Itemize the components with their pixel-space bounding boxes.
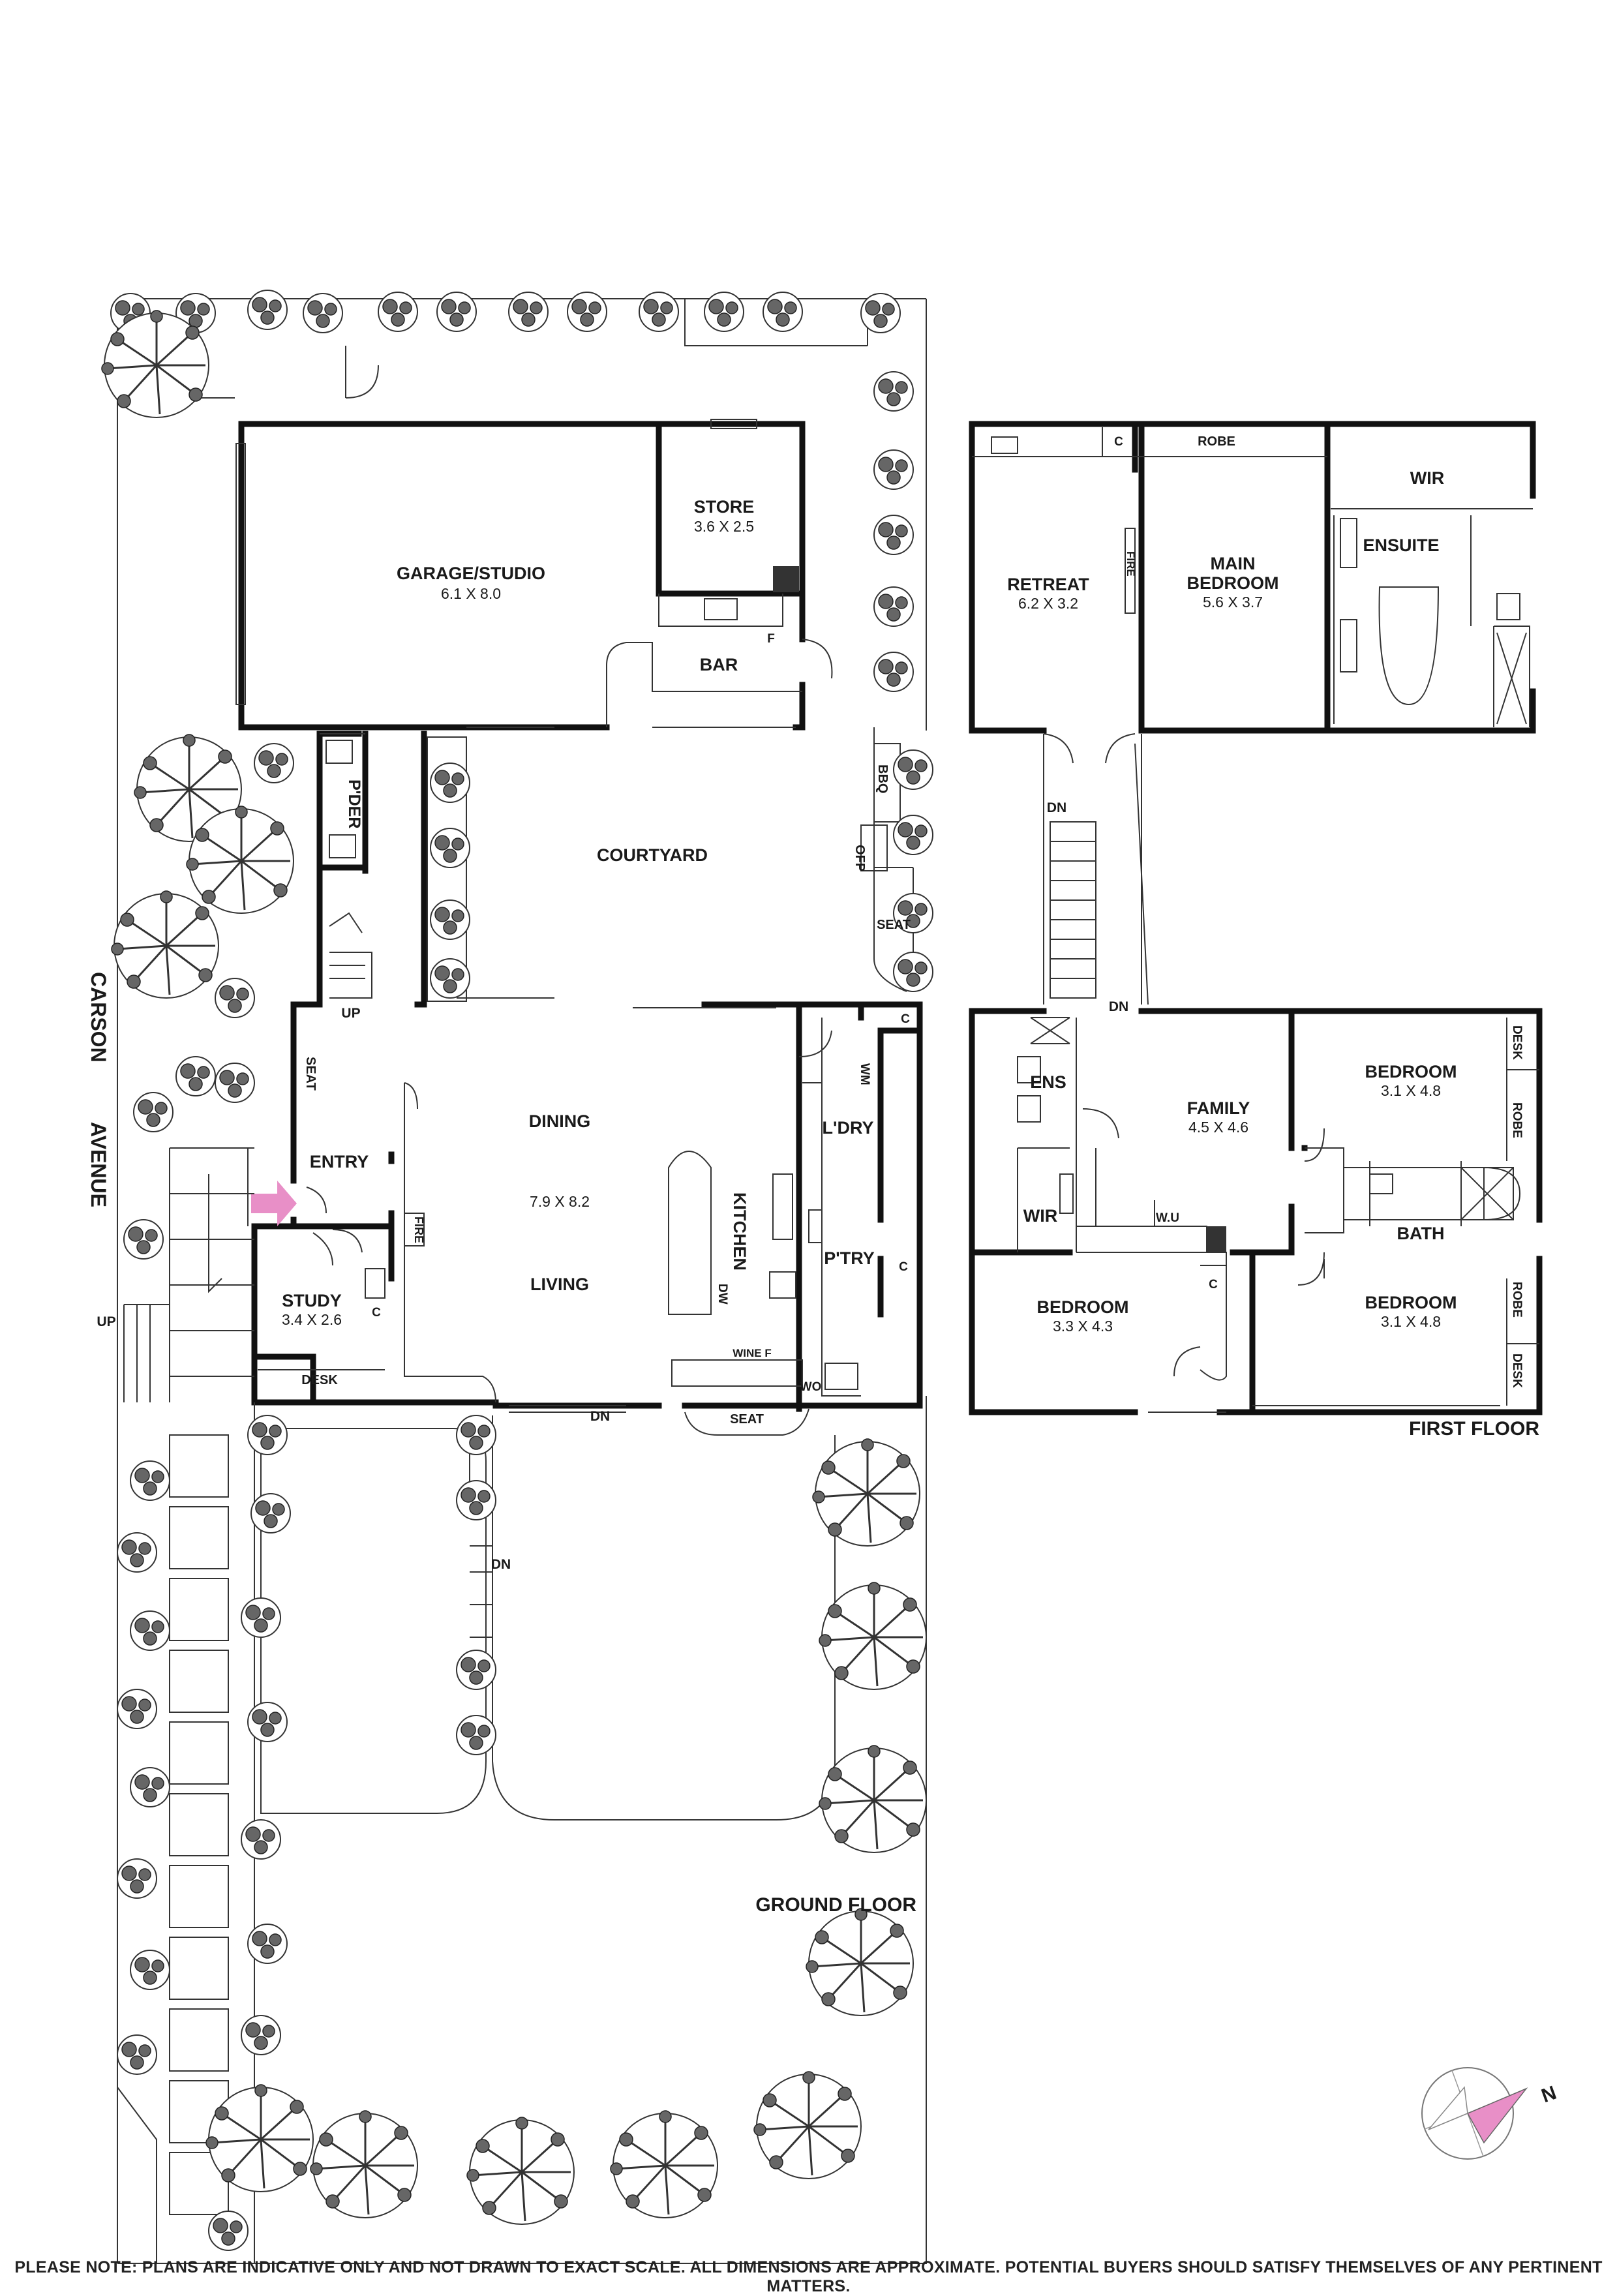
label-wu: W.U — [1156, 1211, 1179, 1225]
label-dw: DW — [716, 1284, 729, 1305]
room-kitchen-name: KITCHEN — [730, 1192, 749, 1271]
room-family-name: FAMILY — [1187, 1098, 1250, 1118]
room-bar-name: BAR — [700, 655, 738, 674]
room-living-name: LIVING — [530, 1275, 589, 1294]
street-name-line2: AVENUE — [87, 1122, 110, 1207]
compass: N — [1421, 2067, 1560, 2160]
label-stair-dn-top: DN — [1047, 800, 1066, 815]
label-stair-up-main: UP — [341, 1006, 360, 1021]
room-bedroom-3-name: BEDROOM — [1365, 1062, 1457, 1081]
room-study-name: STUDY — [282, 1291, 342, 1310]
ground-floor — [100, 290, 933, 2264]
room-bedroom-3-dims: 3.1 X 4.8 — [1381, 1082, 1441, 1099]
room-courtyard-name: COURTYARD — [597, 845, 708, 865]
label-stair-dn-bottom: DN — [1109, 999, 1128, 1014]
label-seat-entry: SEAT — [303, 1057, 318, 1091]
label-c-laundry: C — [901, 1012, 910, 1026]
room-labels: CARSON AVENUE GARAGE/STUDIO 6.1 X 8.0 ST… — [87, 434, 1539, 1916]
compass-north-label: N — [1539, 2082, 1560, 2107]
label-fire-first: FIRE — [1125, 551, 1137, 577]
room-store-dims: 3.6 X 2.5 — [694, 518, 754, 535]
room-pantry-name: P'TRY — [824, 1248, 874, 1268]
room-retreat-dims: 6.2 X 3.2 — [1018, 595, 1078, 612]
label-fridge: F — [767, 632, 775, 646]
ground-floor-title: GROUND FLOOR — [755, 1894, 916, 1916]
room-store-name: STORE — [694, 497, 755, 517]
room-bedroom-2-dims: 3.3 X 4.3 — [1053, 1318, 1113, 1335]
room-ensuite-name: ENSUITE — [1363, 536, 1439, 555]
room-wir-main-name: WIR — [1410, 468, 1444, 488]
label-desk-study: DESK — [301, 1373, 338, 1387]
room-bedroom-4-dims: 3.1 X 4.8 — [1381, 1313, 1441, 1330]
room-family-dims: 4.5 X 4.6 — [1188, 1119, 1248, 1136]
label-stair-dn-pool: DN — [491, 1557, 511, 1572]
label-stair-up-street: UP — [97, 1314, 115, 1329]
room-garage-dims: 6.1 X 8.0 — [441, 585, 501, 602]
street-name-line1: CARSON — [87, 972, 110, 1063]
room-main-bedroom-dims: 5.6 X 3.7 — [1203, 594, 1263, 611]
room-pder-name: P'DER — [345, 779, 363, 828]
label-c-retreat: C — [1114, 435, 1123, 449]
label-c-bedroom-2: C — [1209, 1278, 1218, 1292]
room-entry-name: ENTRY — [310, 1152, 369, 1171]
label-bbq: BBQ — [875, 764, 890, 793]
room-main-bedroom-name1: MAIN — [1211, 554, 1256, 573]
label-wo: WO — [800, 1380, 822, 1394]
room-retreat-name: RETREAT — [1007, 575, 1089, 594]
label-ofp: OFP — [853, 845, 867, 871]
label-c-study: C — [372, 1306, 381, 1320]
first-floor-title: FIRST FLOOR — [1409, 1418, 1539, 1440]
label-stair-dn-living: DN — [590, 1409, 610, 1424]
room-bedroom-4-name: BEDROOM — [1365, 1293, 1457, 1312]
first-floor-upper-walls — [969, 421, 1536, 734]
label-robe-bedroom-4: ROBE — [1510, 1282, 1524, 1318]
label-c-pantry: C — [899, 1260, 908, 1274]
label-desk-bedroom-4: DESK — [1510, 1353, 1524, 1388]
label-seat-courtyard: SEAT — [877, 918, 911, 932]
room-dining-name: DINING — [529, 1111, 591, 1131]
room-garage-name: GARAGE/STUDIO — [397, 564, 545, 583]
room-dining-living-dims: 7.9 X 8.2 — [530, 1193, 590, 1210]
label-wine-fridge: WINE F — [733, 1347, 772, 1359]
room-bedroom-2-name: BEDROOM — [1037, 1297, 1129, 1317]
label-desk-bedroom-3: DESK — [1510, 1025, 1524, 1060]
garage-walls — [238, 421, 806, 731]
room-laundry-name: L'DRY — [823, 1118, 874, 1138]
label-wm: WM — [858, 1063, 871, 1085]
label-seat-living: SEAT — [730, 1412, 764, 1427]
room-ens-name: ENS — [1030, 1072, 1066, 1092]
label-robe-main: ROBE — [1198, 434, 1235, 449]
label-robe-bedroom-3: ROBE — [1510, 1102, 1524, 1138]
first-floor — [969, 421, 1543, 1415]
room-main-bedroom-name2: BEDROOM — [1187, 573, 1279, 593]
label-fire-ground: FIRE — [412, 1216, 425, 1243]
disclaimer-note: PLEASE NOTE: PLANS ARE INDICATIVE ONLY A… — [14, 2258, 1603, 2295]
room-bath-name: BATH — [1397, 1224, 1445, 1243]
room-study-dims: 3.4 X 2.6 — [282, 1311, 342, 1328]
room-wir-2-name: WIR — [1023, 1206, 1057, 1226]
